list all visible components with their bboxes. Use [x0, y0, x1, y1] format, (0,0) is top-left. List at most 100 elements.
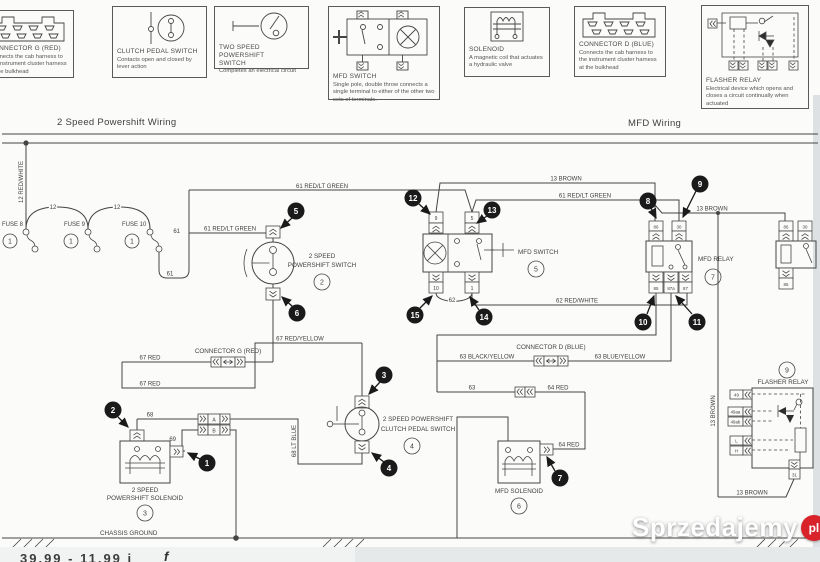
svg-text:14: 14 — [480, 313, 489, 322]
wire-label-61-red-lt-green: 61 RED/LT GREEN — [204, 227, 256, 233]
two-speed-powershift-solenoid: 2 SPEED POWERSHIFT SOLENOID 3 — [107, 429, 184, 522]
svg-text:L: L — [735, 439, 738, 444]
wire-13-brown-right: 13 BROWN 13 BROWN 13 BROWN — [654, 204, 795, 498]
heading-right: MFD Wiring — [628, 118, 682, 129]
wire-label-67-red: 67 RED — [139, 356, 161, 362]
clutch-pedal-switch-glyph — [147, 12, 184, 44]
svg-text:9: 9 — [698, 180, 703, 189]
svg-text:49: 49 — [734, 393, 739, 398]
callout-7: 7 — [546, 455, 569, 487]
legend-desc: Electrical device which opens and closes… — [706, 85, 794, 107]
svg-text:H: H — [735, 449, 738, 454]
callout-3: 3 — [368, 366, 393, 395]
callout-14: 14 — [469, 295, 493, 326]
svg-text:13 BROWN: 13 BROWN — [696, 207, 727, 213]
wire-label-13-brown-bottom: 13 BROWN — [736, 491, 767, 497]
svg-text:10: 10 — [639, 318, 648, 327]
legend-title: CONNECTOR D (BLUE) — [579, 41, 654, 48]
svg-text:64 RED: 64 RED — [547, 386, 569, 392]
svg-text:1: 1 — [205, 459, 210, 468]
component-ref: 9 — [785, 368, 789, 375]
watermark: Sprzedajemy pl — [632, 512, 820, 543]
terminal-87: 87 — [683, 286, 688, 291]
wire-label-12: 12 — [50, 205, 57, 211]
component-label: CLUTCH PEDAL SWITCH — [381, 426, 456, 433]
mfd-switch: 9 5 10 1 MFD SWITCH 5 — [422, 211, 559, 294]
svg-text:12: 12 — [409, 194, 418, 203]
wire-64-red: 64 RED 64 RED — [535, 384, 586, 450]
terminal-10: 10 — [433, 286, 439, 292]
wire-12-red-white: 12 RED/WHITE — [18, 143, 27, 229]
svg-text:5: 5 — [294, 207, 299, 216]
legend-flasher-relay: FLASHER RELAY Electrical device which op… — [701, 5, 809, 109]
legend-mfd-switch: MFD SWITCH Single pole, double throw con… — [328, 6, 440, 103]
chassis-ground: CHASSIS GROUND — [2, 530, 818, 549]
solenoid-glyph — [490, 11, 524, 42]
legend-connector-g: CONNECTOR G (RED) Connects the cab harne… — [0, 10, 74, 78]
legend-title: MFD SWITCH — [333, 73, 377, 80]
legend-desc: A magnetic coil that actuates a hydrauli… — [469, 54, 543, 69]
connector-b: B — [197, 424, 231, 436]
wire-68-lt-blue: 68 LT BLUE — [230, 418, 363, 465]
component-label: MFD SWITCH — [518, 249, 559, 256]
svg-text:B: B — [212, 429, 216, 435]
fuse-9: FUSE 9 1 — [63, 222, 101, 253]
callout-12: 12 — [404, 189, 431, 215]
callout-2: 2 — [104, 401, 129, 428]
wire-67-connector-g: CONNECTOR G (RED) 67 RED 67 RED 67 RED/Y… — [121, 300, 363, 396]
wire-label-13-brown-vertical: 13 BROWN — [711, 395, 717, 426]
wire-label-63: 63 — [469, 386, 476, 392]
mfd-switch-glyph — [333, 10, 428, 71]
watermark-tld: pl — [808, 520, 820, 535]
wire-label-63-blue-yellow: 63 BLUE/YELLOW — [595, 355, 646, 361]
component-label: MFD SOLENOID — [495, 488, 543, 495]
legend-clutch-pedal-switch: CLUTCH PEDAL SWITCH Contacts open and cl… — [112, 6, 207, 78]
wire-ground-drop — [230, 429, 239, 541]
bottom-f-mark: f — [164, 549, 169, 562]
svg-text:61: 61 — [167, 272, 174, 278]
diode-left — [778, 407, 786, 415]
fuse-label: FUSE 8 — [2, 222, 24, 228]
svg-text:61: 61 — [173, 229, 180, 235]
heading-left: 2 Speed Powershift Wiring — [57, 117, 177, 128]
fuse-badge: 1 — [69, 239, 73, 246]
component-ref: 7 — [711, 275, 715, 282]
terminal-86: 86 — [654, 225, 659, 230]
svg-text:15: 15 — [411, 311, 420, 320]
fuse-label: FUSE 10 — [122, 222, 147, 228]
connector-d-label: CONNECTOR D (BLUE) — [516, 344, 585, 351]
legend-connector-d: CONNECTOR D (BLUE) Connects the cab harn… — [574, 6, 666, 77]
svg-text:64 RED: 64 RED — [558, 443, 580, 449]
diode-down — [786, 415, 794, 423]
callout-13: 13 — [475, 201, 501, 224]
component-label: 2 SPEED POWERSHIFT — [383, 416, 453, 423]
svg-text:3: 3 — [382, 371, 387, 380]
legend-title: CLUTCH PEDAL SWITCH — [117, 48, 198, 55]
callout-4: 4 — [370, 452, 398, 477]
legend-desc: Completes an electrical circuit — [219, 68, 296, 75]
terminal-1: 1 — [471, 286, 474, 292]
callouts: 5 6 2 1 3 — [104, 175, 709, 487]
two-speed-switch-glyph — [232, 12, 287, 40]
connector-a: A — [197, 413, 231, 425]
ground-hatch — [11, 538, 799, 549]
bottom-cropped-text: 39.99 - 11.99 i — [20, 551, 134, 562]
legend-desc: Single pole, double throw connects a sin… — [333, 81, 435, 103]
connector-g-symbol — [210, 356, 246, 368]
fuse-8: FUSE 8 1 — [2, 222, 39, 253]
wire-label-61-red-lt-green: 61 RED/LT GREEN — [296, 184, 348, 190]
component-label: POWERSHIFT SWITCH — [288, 262, 357, 269]
watermark-logo-circle: pl — [800, 514, 820, 541]
svg-text:62: 62 — [449, 298, 456, 304]
svg-text:8: 8 — [646, 197, 651, 206]
chassis-ground-label: CHASSIS GROUND — [100, 530, 158, 537]
callout-15: 15 — [406, 295, 433, 324]
connector-d-symbol — [533, 355, 569, 367]
svg-text:11: 11 — [693, 318, 702, 327]
wire-label-12: 12 — [114, 205, 121, 211]
terminal-85: 85 — [654, 286, 659, 291]
flasher-terminal-49: 49 — [729, 389, 753, 400]
svg-text:69: 69 — [169, 437, 176, 443]
component-label: POWERSHIFT SOLENOID — [107, 495, 184, 502]
